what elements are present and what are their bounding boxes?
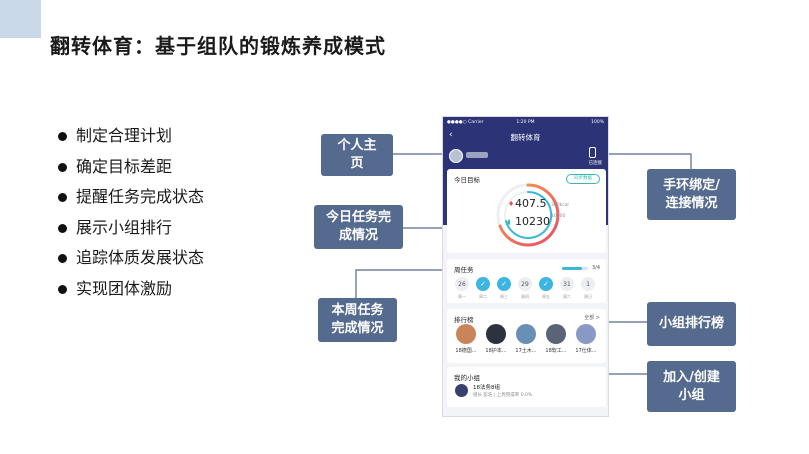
chevron-left-icon[interactable]: ‹ xyxy=(449,130,453,140)
day-label: 周六 xyxy=(563,294,571,299)
ranking-item[interactable]: 18软工... xyxy=(545,324,567,354)
day-label: 周一 xyxy=(458,294,466,299)
bracelet-icon[interactable] xyxy=(589,147,596,158)
annotation-text: 本周任务 完成情况 xyxy=(331,303,384,336)
slide-title: 翻转体育：基于组队的锻炼养成模式 xyxy=(50,34,386,58)
team-name: 18软工... xyxy=(545,348,567,354)
weekly-task-card: 周任务 3/4 26 周一 ✓ 周二 ✓ 周三 29 周四 ✓ 周五 31 周六 1 周日 xyxy=(447,259,606,303)
shoe-icon: ◖ xyxy=(507,218,511,226)
user-name-placeholder[interactable] xyxy=(466,152,488,158)
day-done-check: ✓ xyxy=(497,277,511,291)
feature-item: 确定目标差距 xyxy=(58,157,204,188)
feature-item: 提醒任务完成状态 xyxy=(58,187,204,218)
feature-item: 追踪体质发展状态 xyxy=(58,248,204,279)
corner-decoration xyxy=(0,0,41,38)
group-meta: 组长 彭浩 | 上周完成率 0.0% xyxy=(473,393,533,398)
day-label: 周三 xyxy=(500,294,508,299)
group-avatar xyxy=(455,384,468,397)
team-name: 18德国... xyxy=(455,348,477,354)
my-group-title: 我的小组 xyxy=(454,374,480,382)
feature-item: 实现团体激励 xyxy=(58,279,204,310)
ranking-list: 18德国... 18护本... 17土木... 18软工... 17仕体... xyxy=(455,324,597,354)
day-date: 26 xyxy=(455,277,469,291)
week-day[interactable]: ✓ 周三 xyxy=(497,277,511,300)
steps-value: 10230 xyxy=(515,215,550,228)
day-date: 31 xyxy=(560,277,574,291)
bracelet-status: 已连接 xyxy=(588,161,603,166)
team-avatar xyxy=(576,324,596,344)
carrier-text: ●●●●○ Carrier xyxy=(447,120,484,125)
day-done-check: ✓ xyxy=(476,277,490,291)
calories-target: 300kcal xyxy=(551,203,569,208)
day-date: 1 xyxy=(581,277,595,291)
phone-mockup: ●●●●○ Carrier 1:20 PM 100% ‹ 翻转体育 已连接 今日… xyxy=(442,116,609,417)
annotation-bracelet: 手环绑定/ 连接情况 xyxy=(647,169,736,220)
day-label: 周日 xyxy=(584,294,592,299)
ranking-item[interactable]: 17仕体... xyxy=(575,324,597,354)
day-done-check: ✓ xyxy=(539,277,553,291)
weekly-progress-fill xyxy=(562,267,582,270)
flame-icon: ♦ xyxy=(508,200,515,208)
sync-data-button[interactable]: 同步数据 xyxy=(566,174,600,184)
team-avatar xyxy=(516,324,536,344)
annotation-text: 手环绑定/ 连接情况 xyxy=(663,177,720,211)
team-name: 18护本... xyxy=(485,348,507,354)
user-avatar[interactable] xyxy=(449,149,463,163)
annotation-today-task: 今日任务完 成情况 xyxy=(314,205,403,249)
feature-list: 制定合理计划 确定目标差距 提醒任务完成状态 展示小组排行 追踪体质发展状态 实… xyxy=(58,126,204,310)
ranking-item[interactable]: 17土木... xyxy=(515,324,537,354)
week-day[interactable]: 26 周一 xyxy=(455,277,469,300)
group-name: 18法务8组 xyxy=(473,385,500,391)
week-day[interactable]: 29 周四 xyxy=(518,277,532,300)
team-avatar xyxy=(546,324,566,344)
annotation-text: 加入/创建 小组 xyxy=(663,369,720,403)
annotation-weekly-task: 本周任务 完成情况 xyxy=(318,298,397,342)
weekly-progress-bar xyxy=(562,267,588,270)
team-avatar xyxy=(486,324,506,344)
week-day[interactable]: ✓ 周二 xyxy=(476,277,490,300)
nav-bar: ‹ 翻转体育 xyxy=(443,129,608,145)
time-text: 1:20 PM xyxy=(516,120,535,125)
team-name: 17仕体... xyxy=(575,348,597,354)
today-goal-card: 今日目标 同步数据 ♦ 407.5 ◖ 10230 300kcal 10000 xyxy=(447,169,606,253)
calories-value: 407.5 xyxy=(515,197,547,210)
day-label: 周五 xyxy=(542,294,550,299)
week-day[interactable]: 1 周日 xyxy=(581,277,595,300)
my-group-card[interactable]: 我的小组 18法务8组 组长 彭浩 | 上周完成率 0.0% xyxy=(447,367,606,407)
annotation-personal-page: 个人主 页 xyxy=(321,134,393,176)
annotation-text: 小组排行榜 xyxy=(658,316,724,331)
day-label: 周二 xyxy=(479,294,487,299)
week-days: 26 周一 ✓ 周二 ✓ 周三 29 周四 ✓ 周五 31 周六 1 周日 xyxy=(455,277,595,300)
today-goal-title: 今日目标 xyxy=(454,176,480,184)
team-name: 17土木... xyxy=(515,348,537,354)
feature-item: 制定合理计划 xyxy=(58,126,204,157)
ranking-title: 排行榜 xyxy=(454,316,474,324)
day-date: 29 xyxy=(518,277,532,291)
weekly-task-title: 周任务 xyxy=(454,266,474,274)
ranking-more-link[interactable]: 全部 > xyxy=(584,315,600,321)
week-day[interactable]: 31 周六 xyxy=(560,277,574,300)
annotation-text: 今日任务完 成情况 xyxy=(325,210,391,243)
battery-text: 100% xyxy=(591,120,604,125)
feature-item: 展示小组排行 xyxy=(58,218,204,249)
annotation-text: 个人主 页 xyxy=(337,138,377,171)
ranking-card: 排行榜 全部 > 18德国... 18护本... 17土木... 18软工... 17仕… xyxy=(447,309,606,363)
team-avatar xyxy=(456,324,476,344)
ranking-item[interactable]: 18护本... xyxy=(485,324,507,354)
nav-title: 翻转体育 xyxy=(510,133,541,142)
progress-ring xyxy=(496,183,560,247)
status-bar: ●●●●○ Carrier 1:20 PM 100% xyxy=(447,119,604,127)
annotation-join-group: 加入/创建 小组 xyxy=(647,361,736,412)
week-day[interactable]: ✓ 周五 xyxy=(539,277,553,300)
steps-target: 10000 xyxy=(551,214,566,219)
day-label: 周四 xyxy=(521,294,529,299)
weekly-progress-label: 3/4 xyxy=(591,265,600,271)
ranking-item[interactable]: 18德国... xyxy=(455,324,477,354)
annotation-group-rank: 小组排行榜 xyxy=(647,302,736,346)
